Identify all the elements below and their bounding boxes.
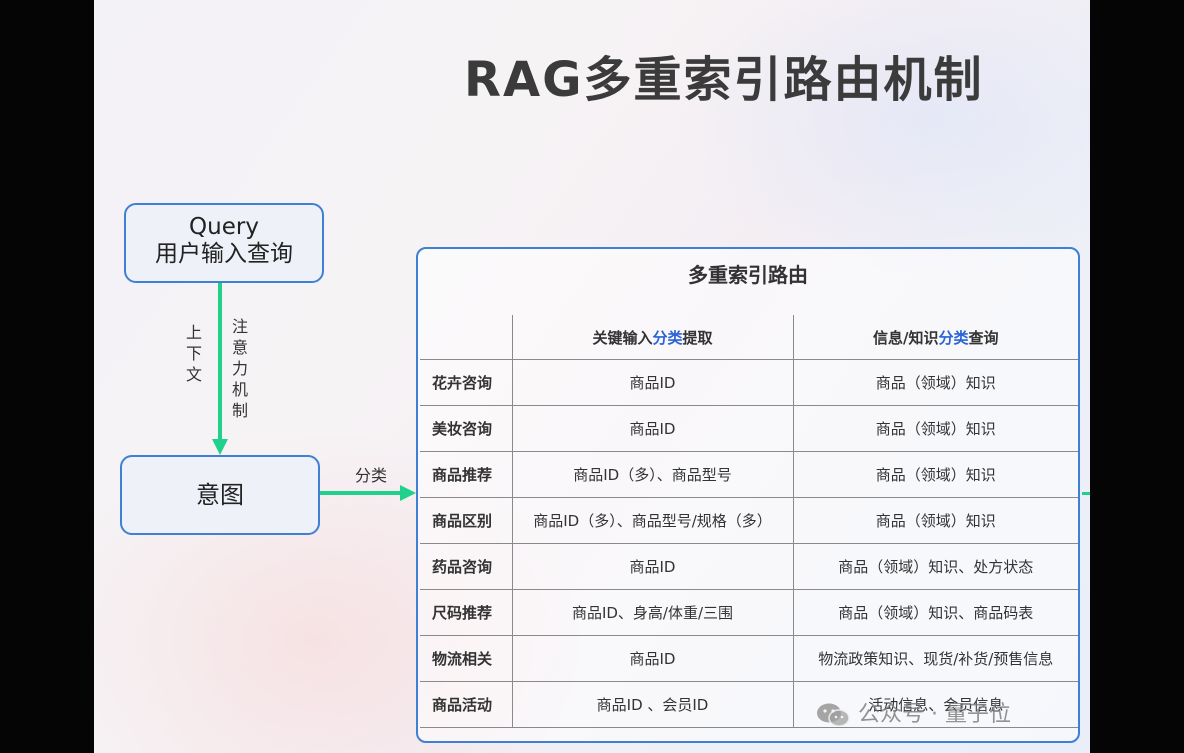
attention-char: 意 <box>231 338 248 357</box>
row-key-input: 商品ID <box>511 359 794 406</box>
table-row: 物流相关 商品ID 物流政策知识、现货/补货/预售信息 <box>420 635 1078 682</box>
row-category: 物流相关 <box>420 635 513 682</box>
row-category: 商品区别 <box>420 497 513 544</box>
query-node-title: Query <box>189 214 259 240</box>
row-key-input: 商品ID <box>511 405 794 452</box>
row-knowledge-query: 商品（领域）知识、处方状态 <box>792 543 1078 590</box>
context-label: 上 下 文 <box>183 322 205 385</box>
attention-label: 注 意 力 机 制 <box>229 316 251 421</box>
row-key-input: 商品ID（多）、商品型号 <box>511 451 794 498</box>
table-row: 商品区别 商品ID（多）、商品型号/规格（多） 商品（领域）知识 <box>420 497 1078 544</box>
flow-arrows <box>212 281 416 501</box>
outgoing-arrow-stub <box>1082 492 1090 495</box>
header-key-input: 关键输入分类提取 <box>511 315 794 360</box>
header-knowledge-query: 信息/知识分类查询 <box>792 315 1078 360</box>
header-text: 关键输入 <box>592 328 653 347</box>
row-key-input: 商品ID（多）、商品型号/规格（多） <box>511 497 794 544</box>
row-knowledge-query: 商品（领域）知识 <box>792 497 1078 544</box>
context-char: 文 <box>185 365 202 384</box>
row-key-input: 商品ID、身高/体重/三围 <box>511 589 794 636</box>
row-category: 美妆咨询 <box>420 405 513 452</box>
classify-label: 分类 <box>355 466 388 485</box>
row-key-input: 商品ID 、会员ID <box>511 681 794 728</box>
row-knowledge-query: 物流政策知识、现货/补货/预售信息 <box>792 635 1078 682</box>
attention-char: 注 <box>231 317 248 336</box>
table-row: 商品推荐 商品ID（多）、商品型号 商品（领域）知识 <box>420 451 1078 498</box>
header-text: 查询 <box>968 328 999 347</box>
row-category: 花卉咨询 <box>420 359 513 406</box>
row-knowledge-query: 商品（领域）知识 <box>792 405 1078 452</box>
header-highlight: 分类 <box>652 328 683 347</box>
row-category: 商品活动 <box>420 681 513 728</box>
header-text: 信息/知识 <box>872 328 939 347</box>
table-header-row: 关键输入分类提取 信息/知识分类查询 <box>420 315 1078 360</box>
table-row: 尺码推荐 商品ID、身高/体重/三围 商品（领域）知识、商品码表 <box>420 589 1078 636</box>
table-row: 商品活动 商品ID 、会员ID 活动信息、会员信息 <box>420 681 1078 728</box>
arrow-intent-to-panel <box>318 485 416 501</box>
wechat-icon <box>816 702 850 728</box>
row-category: 商品推荐 <box>420 451 513 498</box>
row-category: 尺码推荐 <box>420 589 513 636</box>
context-char: 下 <box>185 344 202 363</box>
row-knowledge-query: 商品（领域）知识 <box>792 451 1078 498</box>
row-knowledge-query: 商品（领域）知识 <box>792 359 1078 406</box>
row-knowledge-query: 商品（领域）知识、商品码表 <box>792 589 1078 636</box>
arrow-query-to-intent <box>212 281 228 455</box>
row-key-input: 商品ID <box>511 635 794 682</box>
watermark: 公众号 · 量子位 <box>816 696 1011 728</box>
query-node-subtitle: 用户输入查询 <box>155 241 293 267</box>
slide-title: RAG多重索引路由机制 <box>464 52 984 108</box>
watermark-text: 公众号 · 量子位 <box>858 702 1011 727</box>
attention-char: 制 <box>231 401 248 420</box>
header-highlight: 分类 <box>938 328 969 347</box>
table-row: 美妆咨询 商品ID 商品（领域）知识 <box>420 405 1078 452</box>
routing-panel: 多重索引路由 关键输入分类提取 信息/知识分类查询 花卉咨询 商品ID 商品（领… <box>416 247 1080 743</box>
panel-title: 多重索引路由 <box>688 263 808 287</box>
header-text: 提取 <box>682 328 713 347</box>
attention-char: 机 <box>231 380 248 399</box>
row-key-input: 商品ID <box>511 543 794 590</box>
slide: RAG多重索引路由机制 Query 用户输入查询 上 下 文 注 意 力 机 <box>94 0 1090 753</box>
intent-node: 意图 <box>120 455 320 535</box>
header-empty-cell <box>420 315 513 360</box>
routing-table: 关键输入分类提取 信息/知识分类查询 花卉咨询 商品ID 商品（领域）知识 美妆… <box>420 315 1078 728</box>
attention-char: 力 <box>231 359 248 378</box>
table-row: 花卉咨询 商品ID 商品（领域）知识 <box>420 359 1078 406</box>
context-char: 上 <box>185 323 202 342</box>
query-node: Query 用户输入查询 <box>124 203 324 283</box>
row-category: 药品咨询 <box>420 543 513 590</box>
table-row: 药品咨询 商品ID 商品（领域）知识、处方状态 <box>420 543 1078 590</box>
